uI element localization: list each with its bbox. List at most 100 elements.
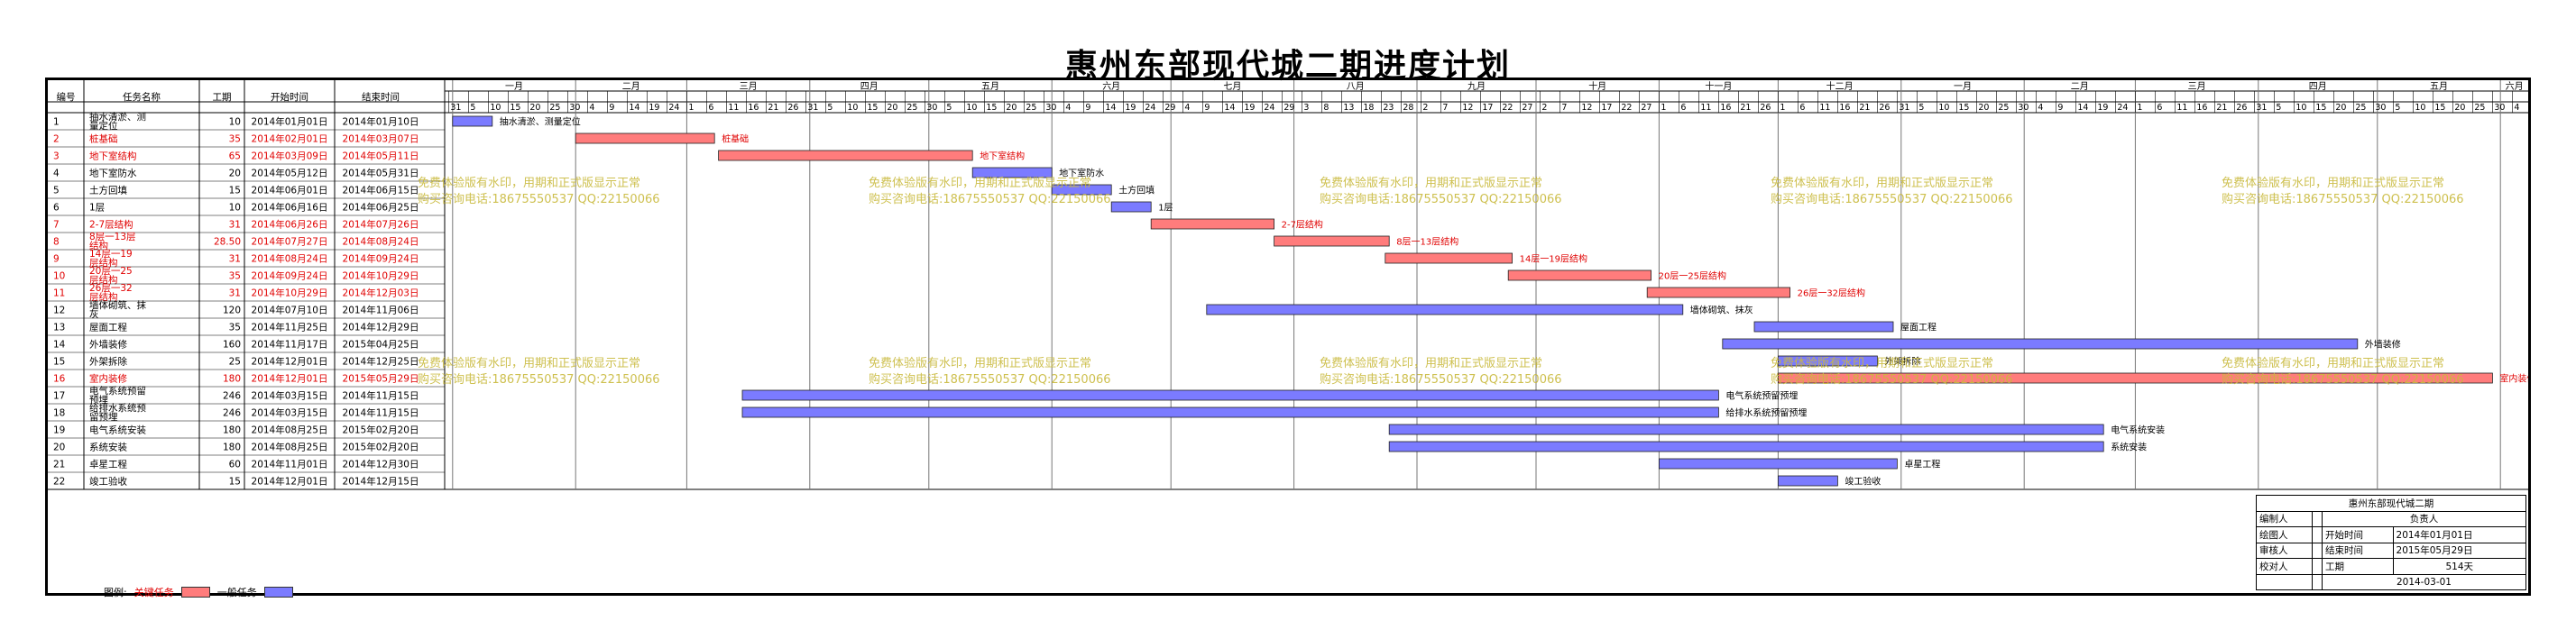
month-label: 五月 — [981, 81, 999, 92]
day-tick-label: 10 — [847, 103, 858, 113]
day-tick-label: 6 — [708, 103, 713, 113]
task-id: 17 — [53, 391, 65, 402]
task-name-wrap: 量定位 — [89, 120, 118, 132]
watermark-line1: 免费体验版有水印，用期和正式版显示正常 — [1771, 356, 1993, 370]
task-end: 2014年11月06日 — [343, 305, 419, 316]
month-label: 六月 — [1102, 81, 1120, 92]
watermark-line2: 购买咨询电话:18675550537 QQ:22150066 — [1771, 372, 2013, 387]
task-id: 19 — [53, 425, 65, 436]
task-end: 2015年02月20日 — [343, 424, 419, 436]
month-label: 二月 — [2071, 81, 2089, 92]
month-label: 三月 — [740, 81, 758, 92]
gantt-bar — [452, 115, 493, 127]
task-end: 2015年02月20日 — [343, 442, 419, 453]
task-name: 电气系统预留 — [89, 385, 146, 397]
bar-label: 1层 — [1158, 203, 1173, 214]
bar-label: 地下室结构 — [980, 151, 1025, 162]
task-start: 2014年06月26日 — [252, 219, 328, 231]
day-tick-label: 6 — [1680, 103, 1686, 113]
day-tick-label: 6 — [2157, 103, 2162, 113]
month-label: 三月 — [2188, 81, 2206, 92]
column-header: 结束时间 — [362, 91, 400, 103]
gantt-bar — [1110, 201, 1152, 213]
task-name: 地下室防水 — [89, 168, 137, 179]
info-start-label: 开始时间 — [2321, 526, 2394, 543]
day-tick-label: 27 — [1641, 103, 1651, 113]
bar-label: 26层一32层结构 — [1798, 288, 1865, 299]
day-tick-label: 21 — [2216, 103, 2227, 113]
day-tick-label: 5 — [470, 103, 475, 113]
task-id: 10 — [53, 271, 65, 282]
gantt-bar — [971, 167, 1053, 178]
day-tick-label: 20 — [529, 103, 540, 113]
month-label: 六月 — [2506, 81, 2524, 92]
task-duration: 35 — [229, 323, 241, 333]
day-tick-label: 30 — [2018, 103, 2029, 113]
gantt-bar — [1274, 235, 1390, 247]
task-start: 2014年11月17日 — [252, 339, 328, 351]
bar-label: 抽水清淤、测量定位 — [500, 116, 581, 128]
day-tick-label: 9 — [1204, 103, 1210, 113]
gantt-bar — [1659, 458, 1898, 470]
task-id: 20 — [53, 443, 65, 453]
day-tick-label: 31 — [1899, 103, 1909, 113]
day-tick-label: 26 — [787, 103, 798, 113]
bar-label: 电气系统安装 — [2111, 424, 2165, 436]
task-id: 21 — [53, 460, 65, 470]
day-tick-label: 5 — [827, 103, 833, 113]
gantt-bar — [1753, 321, 1894, 333]
bar-label: 室内装修 — [2499, 373, 2528, 385]
watermark-line1: 免费体验版有水印，用期和正式版显示正常 — [418, 356, 640, 370]
gantt-bar — [1385, 252, 1513, 264]
column-header: 开始时间 — [271, 91, 308, 103]
watermark-line2: 购买咨询电话:18675550537 QQ:22150066 — [869, 372, 1111, 387]
task-start: 2014年08月24日 — [252, 253, 328, 265]
day-tick-label: 18 — [1363, 103, 1374, 113]
task-name-wrap: 预埋 — [89, 395, 108, 406]
day-tick-label: 15 — [867, 103, 878, 113]
task-id: 2 — [53, 134, 60, 145]
watermark-line2: 购买咨询电话:18675550537 QQ:22150066 — [418, 372, 660, 387]
day-tick-label: 5 — [2395, 103, 2400, 113]
task-start: 2014年03月15日 — [252, 407, 328, 419]
day-tick-label: 29 — [1283, 103, 1294, 113]
day-tick-label: 4 — [1065, 103, 1071, 113]
info-end-label: 结束时间 — [2321, 542, 2394, 559]
task-name-wrap: 结构 — [89, 240, 108, 251]
month-label: 四月 — [860, 81, 879, 92]
bar-label: 20层一25层结构 — [1659, 270, 1726, 282]
month-label: 七月 — [1223, 81, 1241, 92]
task-duration: 246 — [223, 391, 241, 402]
day-tick-label: 25 — [1026, 103, 1036, 113]
day-tick-label: 5 — [946, 103, 952, 113]
bar-label: 系统安装 — [2111, 442, 2147, 453]
day-tick-label: 19 — [1244, 103, 1255, 113]
day-tick-label: 21 — [1740, 103, 1751, 113]
day-tick-label: 1 — [2137, 103, 2142, 113]
task-start: 2014年12月01日 — [252, 356, 328, 368]
day-tick-label: 24 — [668, 103, 679, 113]
day-tick-label: 3 — [1303, 103, 1309, 113]
day-tick-label: 31 — [2256, 103, 2267, 113]
day-tick-label: 30 — [1045, 103, 1056, 113]
day-tick-label: 7 — [1442, 103, 1448, 113]
task-end: 2014年08月24日 — [343, 236, 419, 248]
bar-label: 2-7层结构 — [1282, 219, 1323, 231]
task-duration: 120 — [223, 306, 241, 316]
bar-label: 外墙装修 — [2365, 339, 2401, 351]
day-tick-label: 20 — [1006, 103, 1017, 113]
gantt-bar — [1778, 355, 1878, 367]
day-tick-label: 9 — [609, 103, 614, 113]
task-duration: 35 — [229, 134, 241, 145]
watermark-line2: 购买咨询电话:18675550537 QQ:22150066 — [2222, 192, 2464, 206]
day-tick-label: 12 — [1462, 103, 1473, 113]
info-reviewer: 审核人 — [2256, 542, 2313, 559]
day-tick-label: 15 — [986, 103, 997, 113]
day-tick-label: 23 — [1383, 103, 1394, 113]
day-tick-label: 25 — [2355, 103, 2366, 113]
day-tick-label: 25 — [2474, 103, 2485, 113]
day-tick-label: 7 — [1561, 103, 1567, 113]
task-name: 卓星工程 — [89, 460, 127, 470]
day-tick-label: 16 — [1839, 103, 1850, 113]
bar-label: 14层一19层结构 — [1520, 253, 1587, 265]
